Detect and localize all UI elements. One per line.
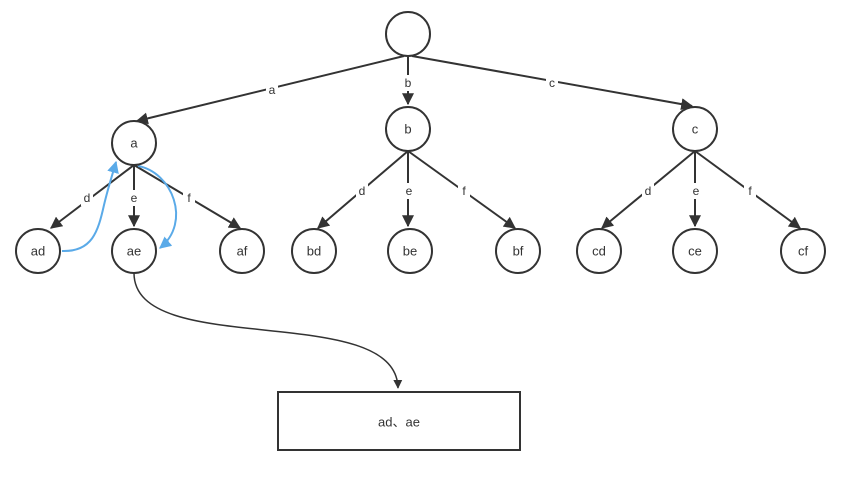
edge-label-a-ad: d	[81, 190, 93, 206]
node-ad: ad	[15, 228, 61, 274]
svg-text:f: f	[748, 184, 752, 198]
svg-text:a: a	[130, 136, 138, 151]
node-cd: cd	[576, 228, 622, 274]
edge-label-b-bd: d	[356, 183, 368, 199]
trace-ad-to-a	[61, 160, 119, 253]
node-af: af	[219, 228, 265, 274]
svg-text:f: f	[462, 184, 466, 198]
edge-label-root-a: a	[266, 82, 278, 98]
connector-ae-to-result	[133, 272, 403, 389]
edge-label-c-ce: e	[690, 183, 702, 199]
svg-text:b: b	[404, 122, 411, 137]
svg-text:f: f	[187, 191, 191, 205]
svg-text:e: e	[693, 184, 700, 198]
trace-a-to-ae	[137, 165, 178, 249]
edge-label-b-be: e	[403, 183, 415, 199]
svg-text:ce: ce	[688, 244, 702, 259]
svg-text:b: b	[405, 76, 412, 90]
node-c: c	[672, 106, 718, 152]
svg-text:cd: cd	[592, 244, 606, 259]
edge-label-root-c: c	[546, 75, 558, 91]
node-b: b	[385, 106, 431, 152]
node-ae: ae	[111, 228, 157, 274]
edge-label-root-b: b	[402, 75, 414, 91]
node-root	[385, 11, 431, 57]
node-bd: bd	[291, 228, 337, 274]
node-cf: cf	[780, 228, 826, 274]
node-bf: bf	[495, 228, 541, 274]
node-a: a	[111, 120, 157, 166]
node-be: be	[387, 228, 433, 274]
svg-text:be: be	[403, 244, 417, 259]
node-ce: ce	[672, 228, 718, 274]
edge-label-a-ae: e	[128, 190, 140, 206]
svg-text:a: a	[269, 83, 276, 97]
svg-text:cf: cf	[798, 244, 809, 259]
svg-text:d: d	[645, 184, 652, 198]
svg-text:af: af	[237, 244, 248, 259]
svg-text:ae: ae	[127, 244, 141, 259]
result-text: ad、ae	[378, 415, 420, 430]
edge-label-c-cf: f	[744, 183, 756, 199]
result-box: ad、ae	[277, 391, 521, 451]
svg-text:e: e	[406, 184, 413, 198]
svg-text:e: e	[131, 191, 138, 205]
svg-text:d: d	[359, 184, 366, 198]
svg-text:bd: bd	[307, 244, 321, 259]
svg-text:ad: ad	[31, 244, 45, 259]
edge-label-c-cd: d	[642, 183, 654, 199]
svg-text:c: c	[549, 76, 555, 90]
edge-label-a-af: f	[183, 190, 195, 206]
svg-text:bf: bf	[513, 244, 524, 259]
svg-text:d: d	[84, 191, 91, 205]
svg-text:c: c	[692, 122, 699, 137]
edge-label-b-bf: f	[458, 183, 470, 199]
